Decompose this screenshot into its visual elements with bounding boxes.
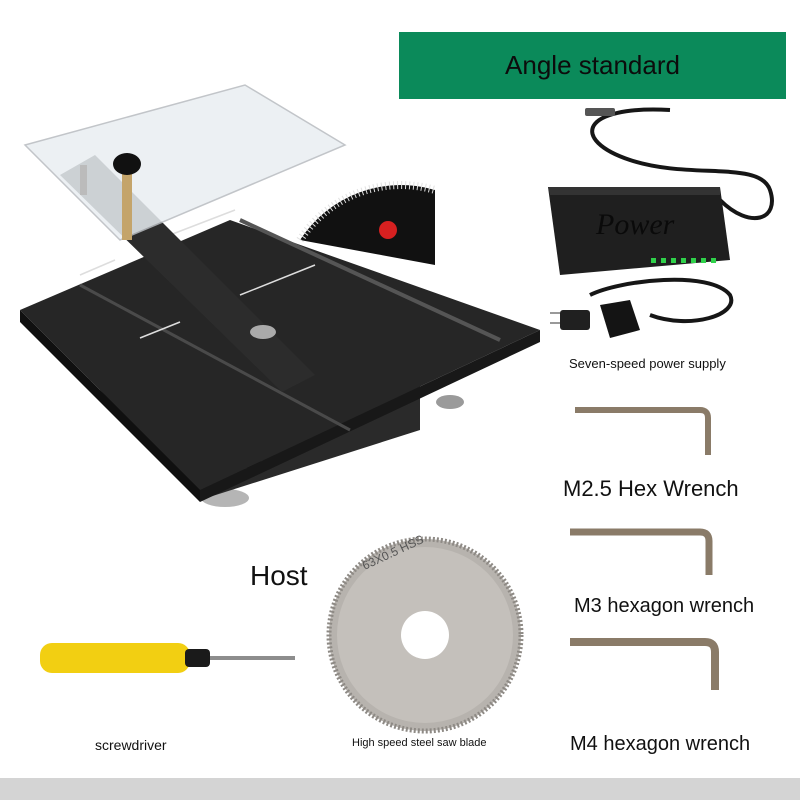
power-supply-illustration bbox=[548, 107, 774, 338]
power-supply-brand-text: Power bbox=[596, 208, 675, 241]
m3-hex-wrench-caption: M3 hexagon wrench bbox=[574, 595, 755, 617]
banner-title: Angle standard bbox=[505, 50, 680, 80]
power-supply-caption: Seven-speed power supply bbox=[569, 356, 726, 371]
m4-hex-wrench-caption: M4 hexagon wrench bbox=[570, 733, 751, 755]
saw-blade-caption: High speed steel saw blade bbox=[352, 737, 487, 749]
angle-standard-banner: Angle standard bbox=[399, 32, 786, 99]
table-saw-illustration bbox=[20, 84, 540, 507]
host-caption: Host bbox=[250, 560, 308, 591]
screwdriver-caption: screwdriver bbox=[95, 737, 167, 753]
m2-5-hex-wrench-illustration bbox=[575, 407, 711, 455]
m3-hex-wrench-illustration bbox=[570, 528, 713, 575]
m2-5-hex-wrench-caption: M2.5 Hex Wrench bbox=[563, 476, 739, 501]
m4-hex-wrench-illustration bbox=[570, 638, 719, 690]
saw-blade-illustration bbox=[326, 536, 524, 734]
bottom-border-strip bbox=[0, 778, 800, 800]
screwdriver-illustration bbox=[40, 643, 295, 673]
speed-indicator-leds bbox=[651, 258, 721, 263]
